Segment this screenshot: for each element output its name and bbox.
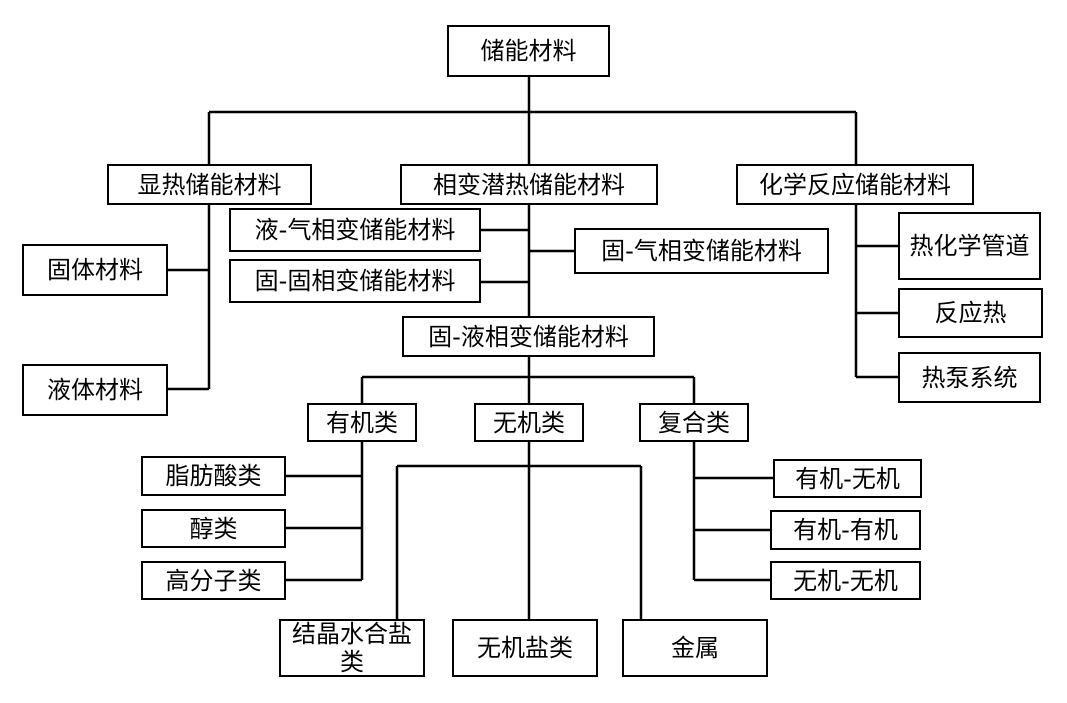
node-liquid-gas: 液-气相变储能材料 [229,208,481,252]
node-organic-organic: 有机-有机 [770,510,921,550]
node-solid-material: 固体材料 [22,244,168,296]
node-thermochemical-pipeline: 热化学管道 [898,212,1041,280]
node-organic: 有机类 [307,403,417,442]
node-solid-solid: 固-固相变储能材料 [229,259,481,303]
node-heat-pump-system: 热泵系统 [898,352,1041,403]
node-alcohols: 醇类 [141,509,286,548]
node-inorganic: 无机类 [474,403,584,442]
node-fatty-acids: 脂肪酸类 [141,456,286,496]
node-solid-liquid: 固-液相变储能材料 [402,316,655,357]
node-phase-change: 相变潜热储能材料 [400,164,658,205]
node-chemical-reaction: 化学反应储能材料 [736,164,974,205]
node-metals: 金属 [622,619,768,677]
node-sensible-heat: 显热储能材料 [107,164,312,205]
node-organic-inorganic: 有机-无机 [773,459,922,498]
node-root: 储能材料 [447,25,610,77]
node-hydrated-salts: 结晶水合盐类 [279,619,425,677]
node-inorganic-salts: 无机盐类 [452,619,598,677]
node-liquid-material: 液体材料 [22,364,168,416]
node-composite: 复合类 [639,403,749,442]
node-inorganic-inorganic: 无机-无机 [770,561,921,600]
node-solid-gas: 固-气相变储能材料 [574,228,829,274]
node-reaction-heat: 反应热 [898,288,1043,338]
node-polymers: 高分子类 [141,561,286,600]
